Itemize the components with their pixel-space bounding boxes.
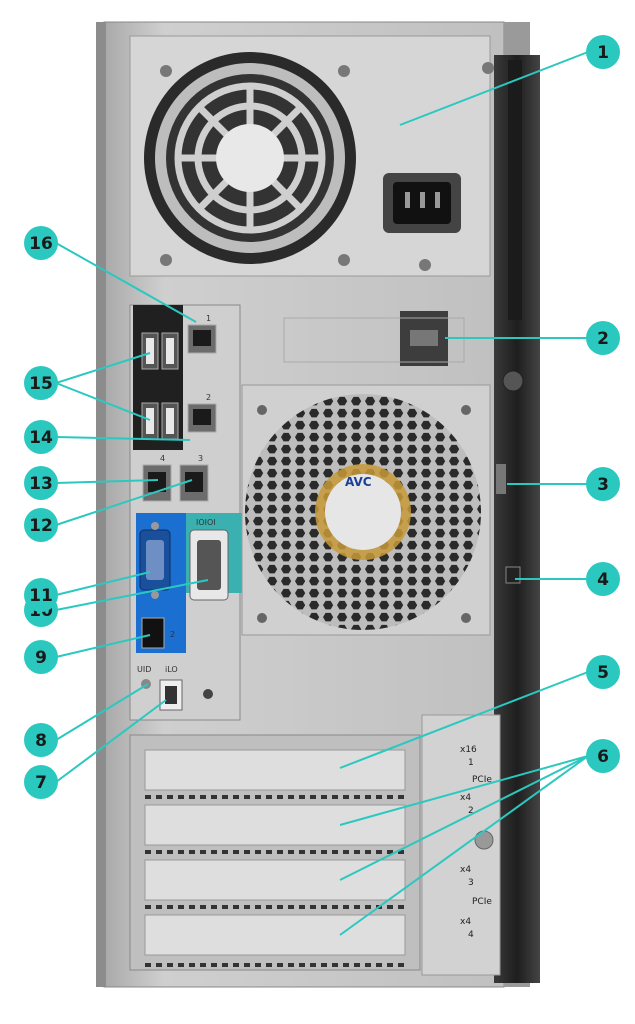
slot3-num: 3: [468, 878, 474, 888]
nic-4-label: 4: [160, 454, 165, 463]
callout-3: 3: [586, 467, 620, 501]
nic-port-2: 2: [187, 393, 217, 433]
usb-ports-top: [141, 332, 179, 370]
svg-text:3: 3: [597, 475, 609, 495]
callout-12: 12: [24, 508, 58, 542]
svg-text:5: 5: [597, 663, 609, 683]
pcie-label-a: PCIe: [472, 775, 492, 785]
nic-port-1: 1: [187, 314, 217, 354]
callout-14: 14: [24, 420, 58, 454]
svg-text:7: 7: [35, 773, 47, 793]
svg-text:8: 8: [35, 731, 47, 751]
callout-16: 16: [24, 226, 58, 260]
slot-labels: x16 1 PCIe x4 2 x4 3 PCIe x4 4: [421, 714, 501, 976]
serial-label: IOIOI: [196, 518, 216, 527]
callout-leaders: [55, 51, 589, 936]
slot4-width: x4: [460, 917, 471, 927]
nic-2-label: 2: [206, 393, 211, 402]
nic-1-label: 1: [206, 314, 211, 323]
uid-label: UID: [137, 665, 151, 674]
expansion-slots: [129, 734, 421, 971]
usb-ports-bottom: [141, 402, 179, 440]
svg-text:13: 13: [29, 474, 53, 494]
slot1-num: 1: [468, 758, 474, 768]
slot2-num: 2: [468, 806, 474, 816]
svg-text:12: 12: [29, 516, 53, 536]
callout-13: 13: [24, 466, 58, 500]
fan-brand-label: AVC: [345, 475, 372, 489]
chassis-fan: AVC: [241, 384, 491, 636]
svg-text:6: 6: [597, 747, 609, 767]
svg-text:16: 16: [29, 234, 53, 254]
callout-8: 8: [24, 723, 58, 757]
power-supply: [129, 35, 494, 277]
slot1-width: x16: [460, 745, 477, 755]
callout-1: 1: [586, 35, 620, 69]
serial-port: IOIOI: [189, 518, 229, 601]
displayport-label: 2: [170, 630, 175, 639]
slot3-width: x4: [460, 865, 471, 875]
callout-2: 2: [586, 321, 620, 355]
power-inlet: [383, 173, 461, 233]
padlock-eye: [283, 311, 465, 366]
ilo-label: iLO: [165, 665, 178, 674]
svg-text:4: 4: [597, 570, 609, 590]
slot4-num: 4: [468, 930, 474, 940]
callout-5: 5: [586, 655, 620, 689]
slot2-width: x4: [460, 793, 471, 803]
vga-port: [139, 522, 171, 599]
svg-text:1: 1: [597, 43, 609, 63]
svg-text:11: 11: [29, 586, 53, 606]
svg-text:15: 15: [29, 374, 53, 394]
callout-15: 15: [24, 366, 58, 400]
nic-3-label: 3: [198, 454, 203, 463]
callout-4: 4: [586, 562, 620, 596]
callout-7: 7: [24, 765, 58, 799]
svg-text:14: 14: [29, 428, 53, 448]
ilo-connector: iLO: [159, 665, 213, 711]
pcie-label-b: PCIe: [472, 897, 492, 907]
svg-text:2: 2: [597, 329, 609, 349]
side-panel: [494, 55, 540, 983]
callout-9: 9: [24, 640, 58, 674]
svg-text:9: 9: [35, 648, 47, 668]
displayport: 2: [141, 617, 175, 649]
callout-11: 11: [24, 578, 58, 612]
callout-6: 6: [586, 739, 620, 773]
